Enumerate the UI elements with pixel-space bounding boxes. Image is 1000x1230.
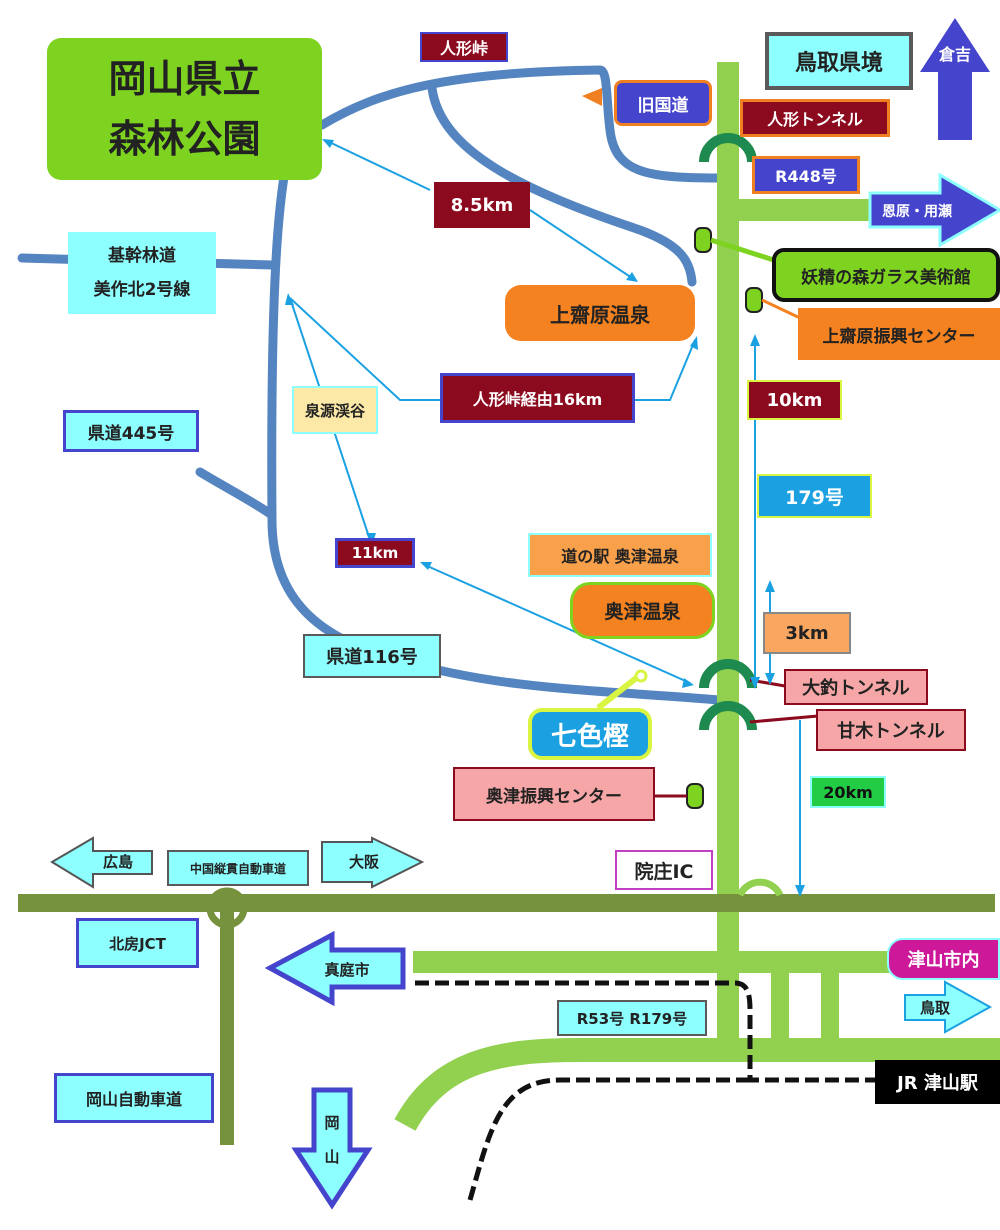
road-pref-445	[195, 467, 277, 520]
label-pref-road-445: 県道445号	[63, 410, 199, 452]
label-innosho-ic: 院庄IC	[615, 850, 713, 890]
title-line2: 森林公園	[108, 117, 261, 161]
label-dist-20km: 20km	[810, 776, 886, 808]
arrow-osaka-icon	[321, 836, 425, 889]
label-pref-road-116: 県道116号	[303, 634, 441, 678]
label-dist-8-5km: 8.5km	[434, 182, 530, 228]
label-maniwa: 真庭市	[324, 960, 370, 979]
label-kamisaibara-center: 上齋原振興センター	[798, 308, 1000, 360]
label-kitafusa-jct: 北房JCT	[76, 918, 199, 968]
forest-park-title: 岡山県立森林公園	[47, 38, 322, 180]
label-r448: R448号	[752, 156, 860, 194]
label-fairy-glass-museum: 妖精の森ガラス美術館	[772, 248, 1000, 302]
road-r53	[394, 1038, 1000, 1131]
title-line1: 岡山県立	[108, 57, 261, 101]
label-kikan-rindo: 基幹林道美作北2号線	[68, 232, 216, 314]
label-tottori-border: 鳥取県境	[765, 32, 913, 90]
road-prefectural-116	[267, 113, 725, 705]
label-route-179: 179号	[757, 474, 872, 518]
tunnel-otsuri	[699, 659, 757, 689]
kikan-rindo-line1: 基幹林道	[108, 246, 176, 266]
label-kurayoshi: 倉吉	[938, 45, 971, 64]
arrow-onbara-icon	[868, 172, 1000, 248]
label-michinoeki-okutsu: 道の駅 奥津温泉	[528, 533, 712, 577]
label-otsuri-tunnel: 大釣トンネル	[784, 669, 928, 705]
label-tsuyama-city: 津山市内	[887, 938, 1000, 980]
label-ningyo-toge: 人形峠	[420, 32, 508, 62]
marker-glass-museum	[694, 227, 712, 253]
kikan-rindo-line2: 美作北2号線	[93, 280, 191, 300]
label-kamisaibara-onsen: 上齋原温泉	[505, 285, 695, 341]
marker-kamisaibara-center	[745, 287, 763, 313]
arrow-hiroshima-icon	[50, 836, 153, 889]
label-r53-r179: R53号 R179号	[557, 1000, 707, 1036]
label-onbara: 恩原・用瀬	[882, 204, 952, 220]
label-ningyo-tunnel: 人形トンネル	[740, 99, 890, 137]
tunnel-ningyo	[699, 133, 757, 163]
road-old-branch	[427, 83, 697, 287]
label-amagi-tunnel: 甘木トンネル	[816, 709, 966, 751]
label-dist-10km: 10km	[747, 380, 842, 420]
road-ningyo-pass	[317, 65, 730, 183]
label-okutsu-center: 奥津振興センター	[453, 767, 655, 821]
label-via-ningyo-16km: 人形峠経由16km	[440, 373, 635, 423]
tunnel-amagi	[699, 701, 757, 731]
label-old-road: 旧国道	[614, 80, 712, 126]
arrow-okayama-icon	[291, 1087, 373, 1210]
jr-line	[415, 980, 875, 1083]
label-nanairo-gashi: 七色樫	[528, 708, 652, 760]
label-hiroshima: 広島	[102, 852, 133, 871]
label-dist-11km: 11km	[335, 538, 415, 568]
label-okutsu-onsen: 奥津温泉	[570, 582, 715, 639]
label-osaka: 大阪	[348, 852, 379, 871]
arrow-maniwa-icon	[264, 930, 406, 1007]
label-dist-3km: 3km	[763, 612, 851, 654]
arrow-tottori-icon	[904, 980, 993, 1034]
arrow-kurayoshi-icon	[920, 18, 990, 140]
label-okayama: 岡 山	[324, 1114, 340, 1166]
marker-okutsu-center	[686, 783, 704, 809]
label-sengen-valley: 泉源渓谷	[292, 386, 378, 434]
label-okayama-expressway: 岡山自動車道	[54, 1073, 214, 1123]
label-chugoku-expressway: 中国縦貫自動車道	[167, 850, 309, 886]
label-jr-tsuyama-station: JR 津山駅	[875, 1060, 1000, 1104]
label-tottori: 鳥取	[919, 998, 950, 1017]
